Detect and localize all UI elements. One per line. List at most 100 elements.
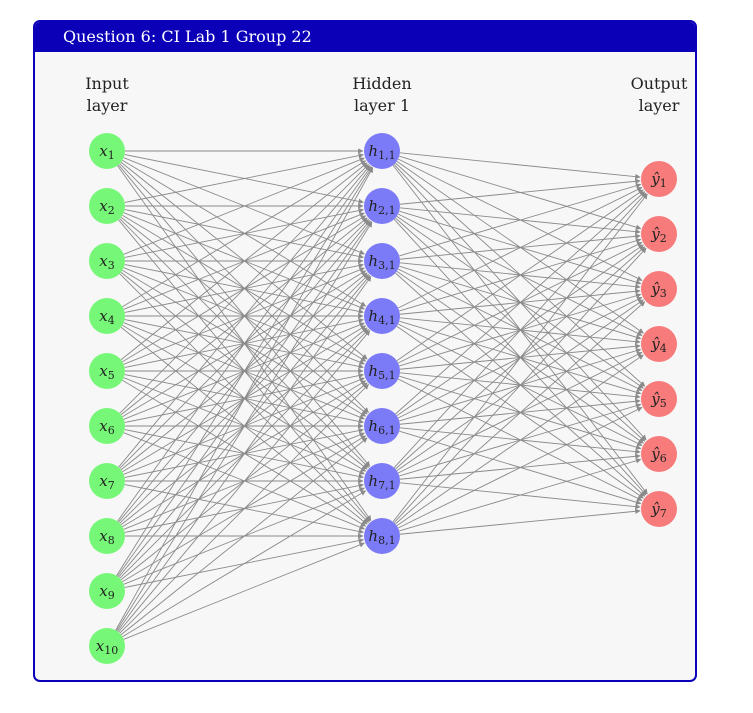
- edge-hidden-8-to-output-7: [399, 508, 641, 535]
- input-layer-label: layer: [87, 96, 128, 115]
- edge-input-10-to-hidden-1: [115, 167, 374, 631]
- output-node-circle: [641, 436, 677, 472]
- output-node-circle: [641, 161, 677, 197]
- input-node-8: x8: [89, 518, 125, 554]
- hidden-node-circle: [364, 188, 400, 224]
- edge-hidden-2-to-output-1: [399, 178, 641, 205]
- output-node-circle: [641, 216, 677, 252]
- input-node-circle: [89, 243, 125, 279]
- hidden-node-circle: [364, 298, 400, 334]
- hidden-node-label: h5,1: [368, 362, 395, 382]
- input-node-label: x3: [99, 252, 114, 272]
- edge-input-3-to-hidden-1: [123, 157, 365, 255]
- input-node-2: x2: [89, 188, 125, 224]
- hidden-node-label: h6,1: [368, 417, 395, 437]
- hidden-node-label: h7,1: [368, 472, 395, 492]
- edge-input-4-to-hidden-1: [122, 160, 367, 308]
- hidden-node-label: h4,1: [368, 307, 395, 327]
- input-node-1: x1: [89, 133, 125, 169]
- input-node-9: x9: [89, 573, 125, 609]
- hidden-node-circle: [364, 243, 400, 279]
- edge-hidden-8-to-output-3: [395, 301, 646, 525]
- input-node-circle: [89, 408, 125, 444]
- input-node-10: x10: [89, 628, 125, 664]
- hidden-node-circle: [364, 408, 400, 444]
- output-node-label: ŷ3: [650, 280, 666, 300]
- input-node-circle: [89, 298, 125, 334]
- edge-hidden-6-to-output-1: [395, 191, 646, 415]
- input-node-4: x4: [89, 298, 125, 334]
- edge-input-2-to-hidden-1: [124, 153, 364, 203]
- title-bar: Question 6: CI Lab 1 Group 22: [35, 22, 695, 52]
- hidden-node-circle: [364, 518, 400, 554]
- hidden-node-circle: [364, 133, 400, 169]
- output-node-label: ŷ4: [650, 335, 666, 355]
- input-node-circle: [89, 133, 125, 169]
- edge-hidden-4-to-output-1: [397, 187, 643, 309]
- output-node-6: ŷ6: [641, 436, 677, 472]
- edge-hidden-8-to-output-4: [396, 354, 644, 527]
- edge-input-6-to-hidden-1: [119, 164, 369, 414]
- hidden-node-8: h8,1: [364, 518, 400, 554]
- hidden-node-3: h3,1: [364, 243, 400, 279]
- input-node-5: x5: [89, 353, 125, 389]
- output-node-label: ŷ1: [650, 170, 666, 190]
- input-node-3: x3: [89, 243, 125, 279]
- input-node-label: x2: [99, 197, 114, 217]
- edge-input-10-to-hidden-7: [122, 490, 367, 638]
- output-node-4: ŷ4: [641, 326, 677, 362]
- input-node-circle: [89, 353, 125, 389]
- input-node-label: x7: [99, 472, 114, 492]
- hidden-node-circle: [364, 463, 400, 499]
- output-node-2: ŷ2: [641, 216, 677, 252]
- input-node-label: x9: [99, 582, 114, 602]
- output-node-7: ŷ7: [641, 491, 677, 527]
- output-layer-label: layer: [639, 96, 680, 115]
- output-node-5: ŷ5: [641, 381, 677, 417]
- input-node-label: x1: [99, 142, 114, 162]
- input-node-label: x5: [99, 362, 114, 382]
- hidden-node-circle: [364, 353, 400, 389]
- connections: [115, 148, 648, 640]
- input-node-label: x4: [99, 307, 114, 327]
- hidden-layer-label: Hidden: [352, 74, 411, 93]
- output-node-circle: [641, 271, 677, 307]
- edge-hidden-7-to-output-1: [393, 192, 647, 469]
- hidden-layer-label: layer 1: [354, 96, 410, 115]
- output-node-circle: [641, 491, 677, 527]
- edge-input-10-to-hidden-5: [119, 384, 369, 634]
- edge-hidden-8-to-output-1: [392, 193, 648, 523]
- input-node-circle: [89, 188, 125, 224]
- edge-input-7-to-hidden-1: [118, 165, 371, 468]
- edge-input-10-to-hidden-2: [116, 221, 373, 631]
- edge-hidden-8-to-output-2: [393, 247, 647, 524]
- output-node-label: ŷ7: [650, 500, 666, 520]
- output-layer-label: Output: [631, 74, 688, 93]
- hidden-node-5: h5,1: [364, 353, 400, 389]
- output-node-circle: [641, 326, 677, 362]
- output-node-label: ŷ2: [650, 225, 666, 245]
- layer-labels: Input layer Hidden layer 1 Output layer: [85, 74, 688, 115]
- edge-input-9-to-hidden-1: [116, 166, 373, 576]
- hidden-node-2: h2,1: [364, 188, 400, 224]
- input-node-label: x10: [96, 637, 118, 657]
- output-node-label: ŷ5: [650, 390, 666, 410]
- input-node-6: x6: [89, 408, 125, 444]
- hidden-node-7: h7,1: [364, 463, 400, 499]
- hidden-node-4: h4,1: [364, 298, 400, 334]
- input-node-circle: [89, 573, 125, 609]
- input-node-circle: [89, 463, 125, 499]
- diagram-title: Question 6: CI Lab 1 Group 22: [63, 27, 312, 46]
- input-node-circle: [89, 518, 125, 554]
- edge-hidden-8-to-output-5: [397, 407, 643, 529]
- edge-hidden-1-to-output-1: [399, 152, 641, 180]
- hidden-node-label: h2,1: [368, 197, 395, 217]
- edge-hidden-5-to-output-1: [396, 189, 644, 362]
- input-layer-label: Input: [85, 74, 129, 93]
- output-node-label: ŷ6: [650, 445, 666, 465]
- edge-input-10-to-hidden-3: [117, 276, 372, 632]
- hidden-node-label: h3,1: [368, 252, 395, 272]
- input-node-label: x6: [99, 417, 114, 437]
- hidden-node-label: h8,1: [368, 527, 395, 547]
